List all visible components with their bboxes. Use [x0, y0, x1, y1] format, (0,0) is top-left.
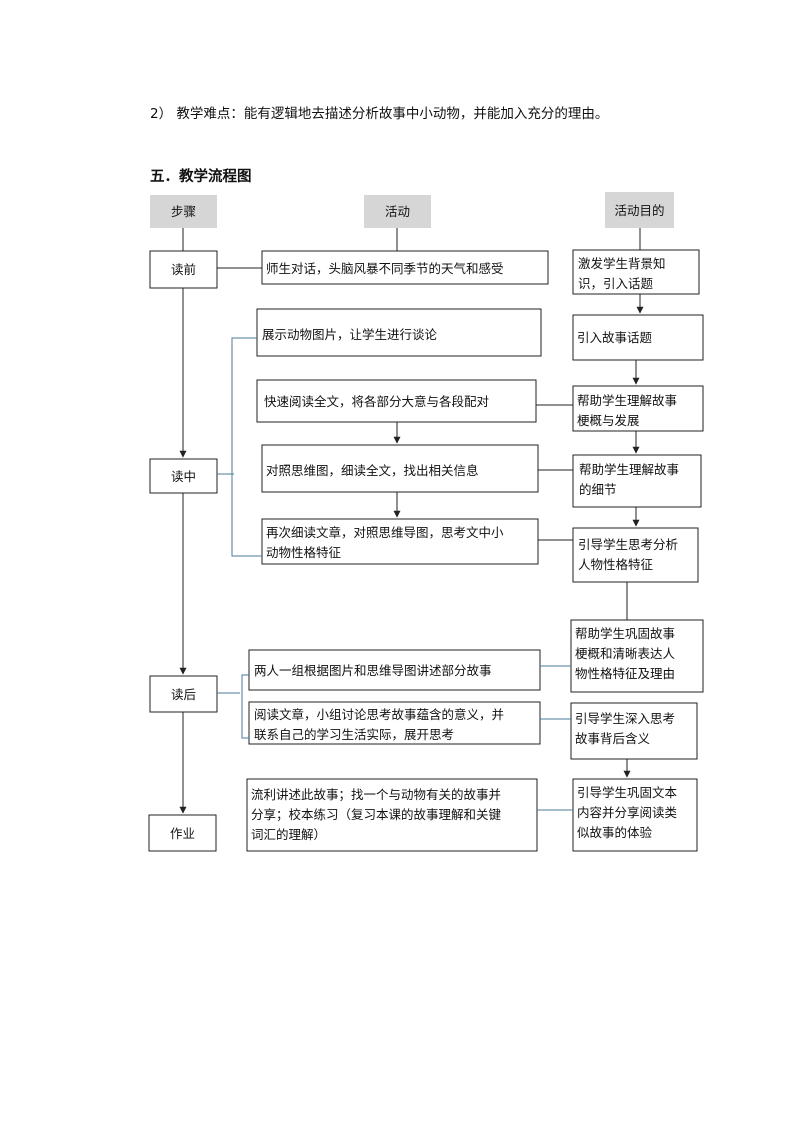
purpose-text: 引入故事话题	[577, 330, 653, 345]
purpose-box	[572, 314, 704, 361]
text-line: 阅读文章，小组讨论思考故事蕴含的意义，并	[254, 707, 504, 722]
text-line: 展示动物图片，让学生进行谈论	[262, 327, 438, 342]
step-homework-label: 作业	[170, 826, 195, 841]
activity-box	[246, 778, 538, 852]
text-line: 物性格特征及理由	[575, 666, 675, 681]
activity-text: 对照思维图，细读全文，找出相关信息	[266, 463, 479, 478]
purpose-box	[572, 778, 698, 852]
step-after-reading-box	[149, 675, 218, 713]
purpose-box	[572, 527, 699, 583]
activity-box	[261, 518, 539, 565]
text-line: 师生对话，头脑风暴不同季节的天气和感受	[266, 261, 504, 276]
text-line: 分享；校本练习（复习本课的故事理解和关键	[251, 807, 502, 822]
text-line: 快速阅读全文，将各部分大意与各段配对	[264, 394, 489, 409]
activity-text: 展示动物图片，让学生进行谈论	[262, 327, 438, 342]
text-line: 流利讲述此故事；找一个与动物有关的故事并	[251, 787, 501, 802]
text-line: 帮助学生理解故事	[577, 393, 677, 408]
activity-box	[248, 701, 541, 745]
after-reading-bracket	[241, 674, 249, 739]
header-activity-block	[364, 195, 431, 228]
activity-box	[261, 444, 539, 493]
step-while-reading-box	[149, 458, 218, 494]
step-after-reading-label: 读后	[171, 687, 196, 702]
text-line: 帮助学生巩固故事	[575, 626, 675, 641]
purpose-box	[570, 619, 704, 693]
section-title: 五．教学流程图	[150, 169, 252, 185]
activity-text: 流利讲述此故事；找一个与动物有关的故事并分享；校本练习（复习本课的故事理解和关键…	[251, 787, 502, 842]
header-purpose-block	[605, 192, 674, 228]
text-line: 引导学生巩固文本	[577, 785, 678, 800]
activity-text: 快速阅读全文，将各部分大意与各段配对	[264, 394, 489, 409]
text-line: 梗概和清晰表达人	[575, 646, 676, 661]
step-before-reading-box	[149, 250, 218, 289]
activity-box	[256, 308, 542, 357]
purpose-box	[570, 702, 698, 760]
text-line: 故事背后含义	[575, 731, 651, 746]
text-line: 动物性格特征	[266, 545, 342, 560]
text-line: 的细节	[579, 482, 617, 497]
text-line: 似故事的体验	[577, 825, 653, 840]
text-line: 联系自己的学习生活实际，展开思考	[254, 727, 454, 742]
text-line: 对照思维图，细读全文，找出相关信息	[266, 463, 479, 478]
step-while-reading-label: 读中	[171, 469, 196, 484]
text-line: 引导学生深入思考	[575, 711, 675, 726]
text-line: 识，引入话题	[578, 276, 654, 291]
activity-box	[256, 379, 537, 423]
text-line: 两人一组根据图片和思维导图讲述部分故事	[254, 663, 492, 678]
text-line: 词汇的理解）	[251, 827, 326, 842]
text-line: 再次细读文章，对照思维导图，思考文中小	[266, 525, 504, 540]
text-line: 内容并分享阅读类	[577, 805, 678, 820]
while-reading-bracket	[231, 337, 262, 557]
header-purpose-label: 活动目的	[614, 203, 664, 218]
text-line: 梗概与发展	[577, 413, 640, 428]
header-activity-label: 活动	[385, 204, 410, 219]
activity-box	[248, 649, 541, 691]
text-line: 帮助学生理解故事	[579, 462, 679, 477]
purpose-box	[572, 385, 704, 432]
step-before-reading-label: 读前	[171, 262, 196, 277]
step-homework-box	[148, 814, 217, 852]
activity-text: 师生对话，头脑风暴不同季节的天气和感受	[266, 261, 504, 276]
header-step-label: 步骤	[171, 204, 196, 219]
teaching-difficulty-line: 2） 教学难点：能有逻辑地去描述分析故事中小动物，并能加入充分的理由。	[150, 106, 609, 122]
text-line: 激发学生背景知	[578, 256, 666, 271]
activity-text: 两人一组根据图片和思维导图讲述部分故事	[254, 663, 492, 678]
text-line: 引入故事话题	[577, 330, 653, 345]
text-line: 引导学生思考分析	[578, 537, 678, 552]
purpose-box	[572, 454, 702, 508]
header-step-block	[150, 195, 217, 228]
purpose-box	[572, 249, 700, 295]
text-line: 人物性格特征	[578, 557, 654, 572]
